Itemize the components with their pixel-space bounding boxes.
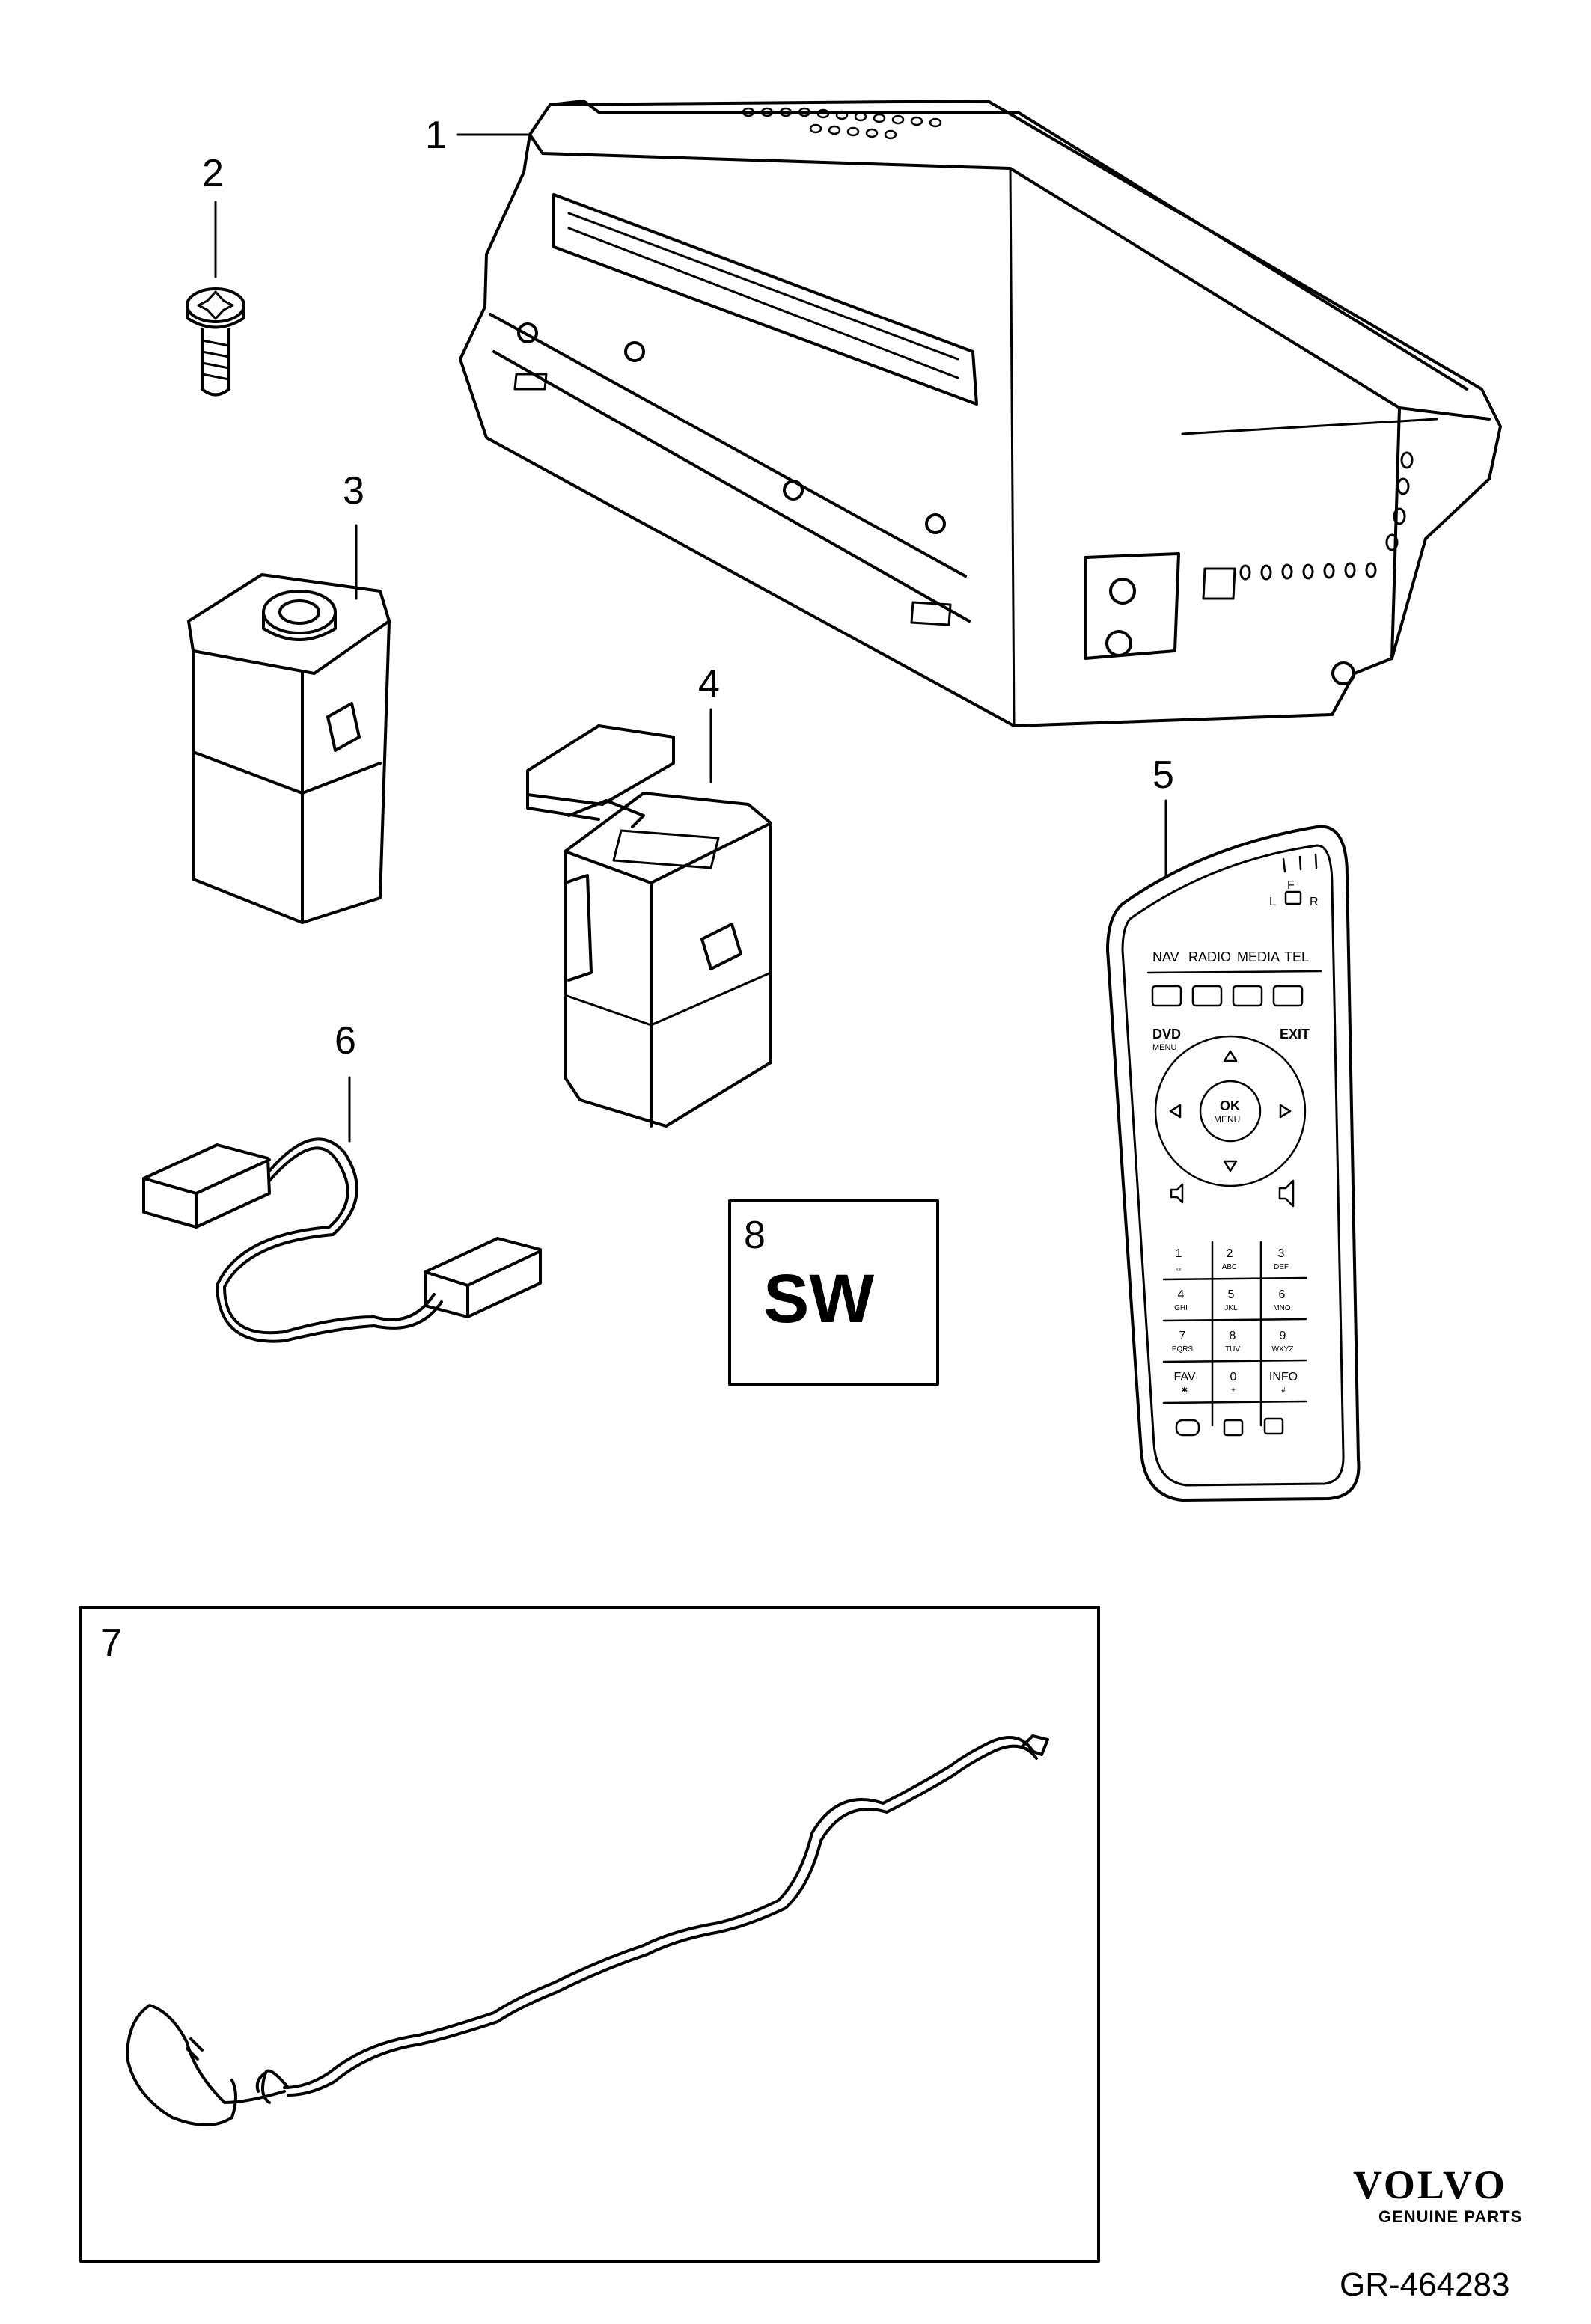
key-4-sub: GHI: [1174, 1304, 1188, 1312]
callout-5: 5: [1152, 753, 1174, 797]
remote-nav-button: NAV: [1152, 950, 1179, 964]
key-7-sub: PQRS: [1172, 1345, 1194, 1354]
key-fav: FAV: [1173, 1371, 1195, 1383]
key-4: 4: [1178, 1288, 1185, 1301]
key-fav-sub: ✱: [1182, 1386, 1188, 1395]
remote-left-label: L: [1269, 896, 1276, 908]
module-box-icon: [187, 573, 391, 924]
key-9: 9: [1280, 1330, 1286, 1342]
callout-6: 6: [335, 1019, 356, 1062]
callout-3: 3: [343, 469, 364, 513]
key-7: 7: [1179, 1330, 1186, 1342]
key-2: 2: [1227, 1247, 1233, 1260]
remote-dvd-menu-label: MENU: [1152, 1043, 1176, 1052]
software-label: SW: [763, 1261, 875, 1337]
software-box: [728, 1199, 939, 1386]
key-8: 8: [1230, 1330, 1236, 1342]
key-8-sub: TUV: [1225, 1345, 1240, 1354]
key-9-sub: WXYZ: [1272, 1345, 1294, 1354]
key-3: 3: [1278, 1247, 1285, 1260]
reference-number: GR-464283: [1340, 2266, 1510, 2303]
remote-exit-label: EXIT: [1280, 1027, 1310, 1042]
callout-7: 7: [100, 1621, 122, 1665]
adapter-cable-icon: [142, 1137, 542, 1343]
key-0-sub: +: [1231, 1386, 1236, 1395]
key-info-sub: #: [1281, 1386, 1286, 1395]
remote-media-button: MEDIA: [1237, 950, 1280, 964]
key-info: INFO: [1269, 1371, 1298, 1383]
callout-1: 1: [425, 114, 447, 157]
remote-right-label: R: [1310, 896, 1319, 908]
callout-8: 8: [744, 1214, 766, 1257]
key-5: 5: [1228, 1288, 1235, 1301]
callout-4: 4: [698, 662, 720, 706]
key-6: 6: [1279, 1288, 1286, 1301]
relay-module-icon: [526, 724, 772, 1128]
remote-keypad: 1 ␣ 2 ABC 3 DEF 4 GHI 5 JKL 6 MNO 7 PQRS…: [1172, 1247, 1298, 1395]
remote-ok-label: OK: [1220, 1098, 1240, 1113]
key-2-sub: ABC: [1222, 1263, 1238, 1271]
leader-lines: [214, 133, 1167, 1143]
remote-ok-menu-label: MENU: [1214, 1114, 1240, 1125]
key-6-sub: MNO: [1273, 1304, 1291, 1312]
remote-dvd-label: DVD: [1152, 1027, 1181, 1042]
key-1: 1: [1176, 1247, 1182, 1260]
wiring-harness-icon: [126, 1734, 1049, 2126]
remote-control-icon: [1106, 825, 1361, 1502]
key-1-sub: ␣: [1176, 1263, 1181, 1271]
key-0: 0: [1230, 1371, 1237, 1383]
volvo-logo: VOLVO: [1353, 2162, 1507, 2207]
key-5-sub: JKL: [1224, 1304, 1238, 1312]
remote-tel-button: TEL: [1284, 950, 1309, 964]
remote-radio-button: RADIO: [1188, 950, 1231, 964]
key-3-sub: DEF: [1274, 1263, 1289, 1271]
remote-front-label: F: [1287, 879, 1295, 892]
callout-2: 2: [202, 152, 224, 195]
harness-box: [79, 1606, 1100, 2263]
brand-tagline: GENUINE PARTS: [1378, 2207, 1523, 2226]
torx-screw-icon: [186, 287, 245, 397]
head-unit-icon: [459, 100, 1502, 727]
